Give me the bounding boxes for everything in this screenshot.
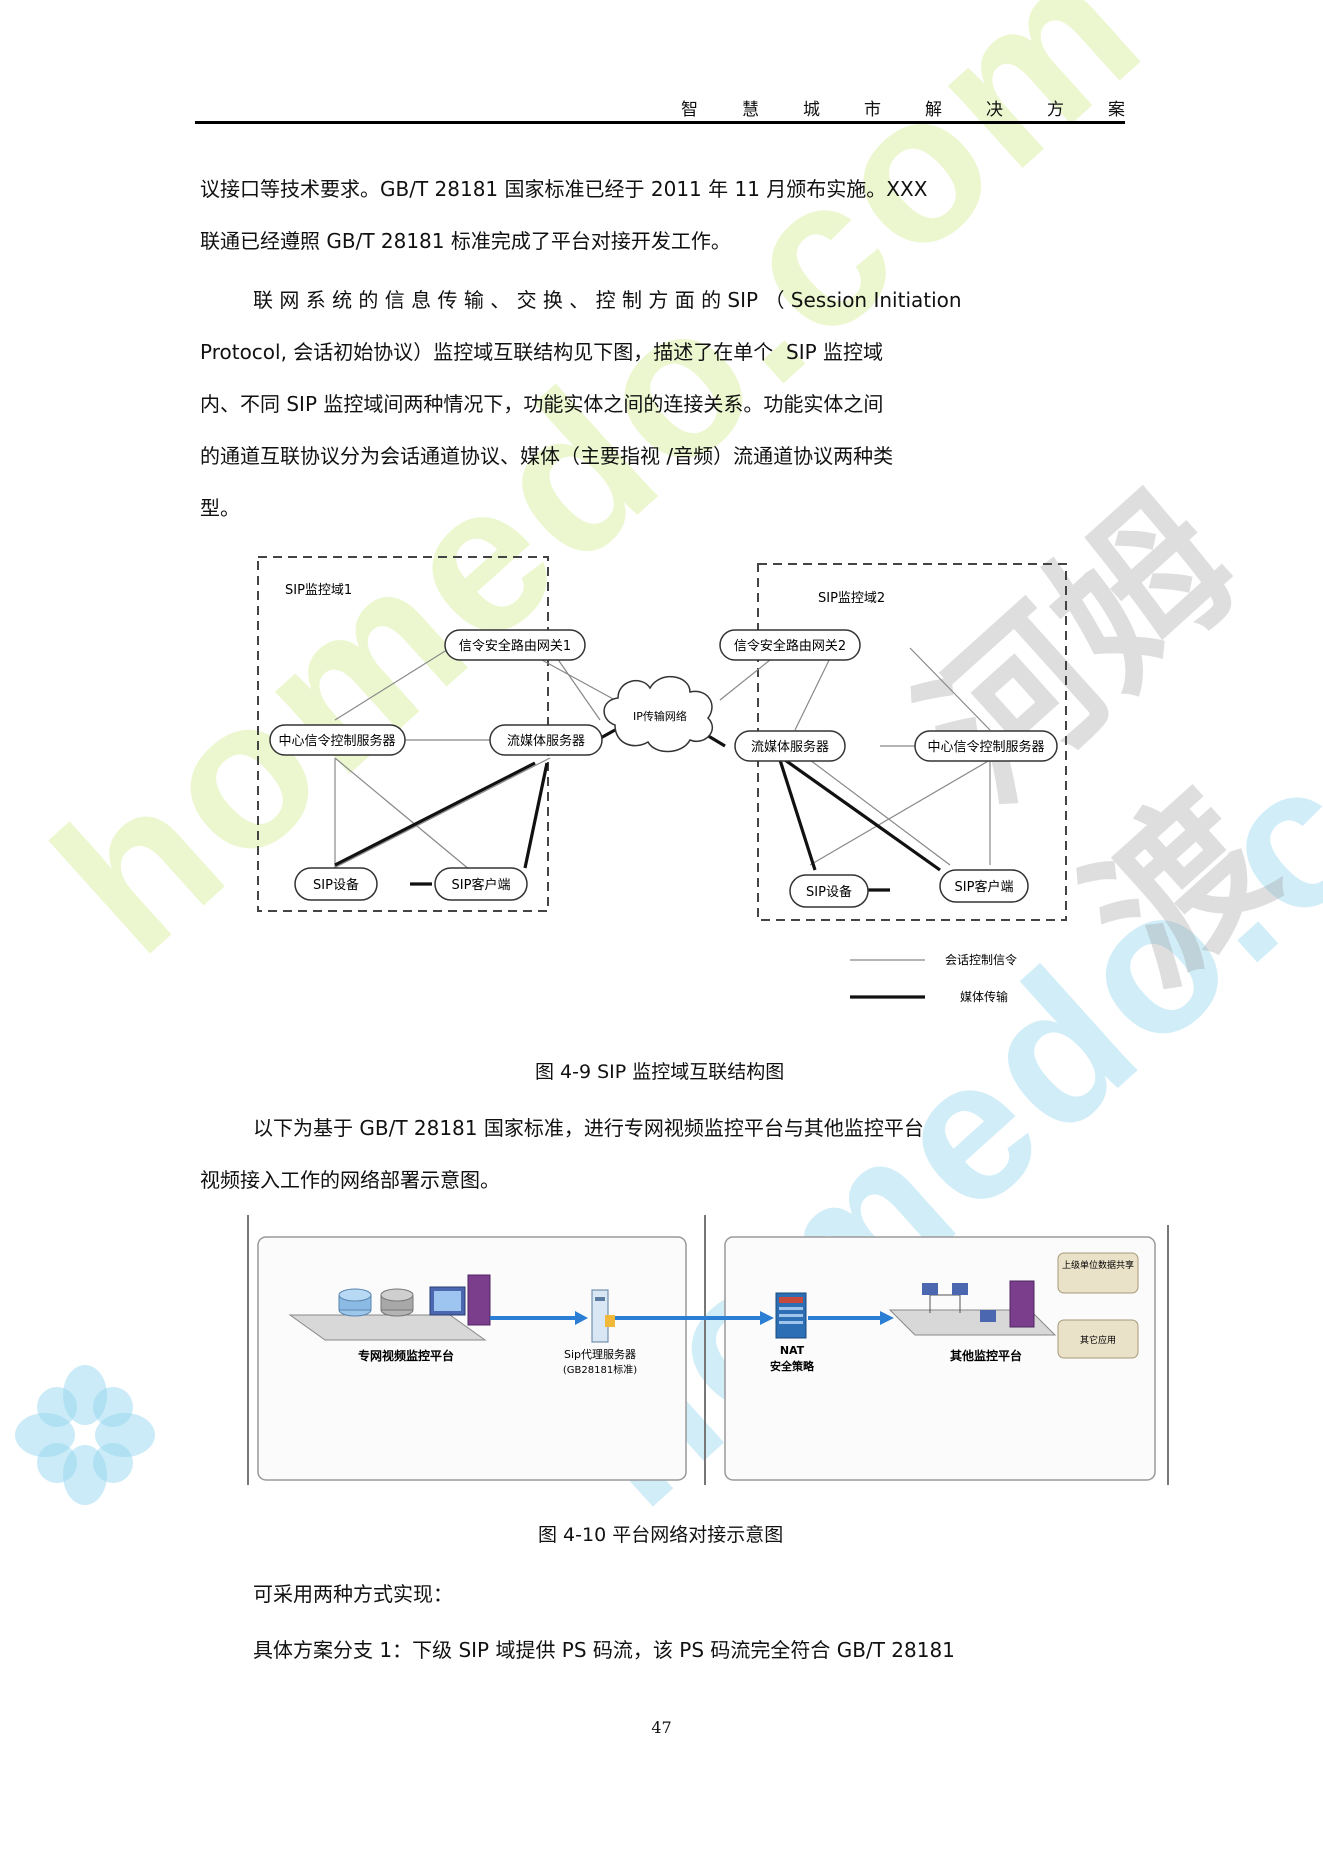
flower-logo-icon — [15, 1365, 155, 1505]
sip-client-2-label: SIP客户端 — [955, 879, 1014, 895]
sip-domain-1-label: SIP监控域1 — [285, 583, 352, 598]
paragraph-line: 议接口等技术要求。GB/T 28181 国家标准已经于 2011 年 11 月颁… — [200, 177, 928, 201]
gateway-2-label: 信令安全路由网关2 — [734, 638, 846, 654]
sip-client-1-label: SIP客户端 — [452, 877, 511, 893]
sip-domain-2-box — [757, 563, 1067, 921]
network-computer-icon — [922, 1280, 1035, 1328]
ip-network-cloud — [603, 675, 714, 753]
paragraph-line: Protocol, 会话初始协议）监控域互联结构见下图，描述了在单个 SIP 监… — [200, 340, 884, 364]
other-platform-label: 其他监控平台 — [950, 1348, 1022, 1363]
nat-firewall-icon — [775, 1292, 807, 1339]
header-title: 智慧城市解决方案 — [681, 100, 1169, 120]
media-server-2-label: 流媒体服务器 — [751, 739, 829, 755]
paragraph-line: 视频接入工作的网络部署示意图。 — [200, 1168, 500, 1192]
figure-4-10-caption: 图 4-10 平台网络对接示意图 — [538, 1524, 784, 1546]
legend-signal-label: 会话控制信令 — [945, 952, 1017, 967]
page-number: 47 — [651, 1718, 672, 1737]
media-server-1-label: 流媒体服务器 — [507, 733, 585, 749]
other-apps-box — [1057, 1319, 1139, 1359]
paragraph-line: 联通已经遵照 GB/T 28181 标准完成了平台对接开发工作。 — [200, 229, 731, 253]
proxy-label-line1: Sip代理服务器 — [564, 1348, 636, 1361]
sip-device-2-label: SIP设备 — [806, 884, 852, 900]
computer-icon — [429, 1274, 491, 1326]
sip-domain-2-label: SIP监控域2 — [818, 591, 885, 606]
paragraph-line: 可采用两种方式实现： — [253, 1582, 453, 1606]
other-apps-label: 其它应用 — [1080, 1334, 1116, 1346]
legend-media-label: 媒体传输 — [960, 989, 1008, 1004]
paragraph-line: 型。 — [200, 496, 240, 520]
paragraph-line: 具体方案分支 1：下级 SIP 域提供 PS 码流，该 PS 码流完全符合 GB… — [253, 1638, 955, 1662]
left-platform-label: 专网视频监控平台 — [358, 1348, 454, 1363]
nat-label-line1: NAT — [780, 1344, 805, 1357]
cloud-label: IP传输网络 — [633, 709, 687, 723]
paragraph-line: 的通道互联协议分为会话通道协议、媒体（主要指视 /音频）流通道协议两种类 — [200, 444, 894, 468]
proxy-label-line2: (GB28181标准) — [563, 1364, 637, 1376]
paragraph-line: 内、不同 SIP 监控域间两种情况下，功能实体之间的连接关系。功能实体之间 — [200, 392, 884, 416]
platform-tray-icon — [288, 1314, 487, 1341]
figure-4-9-caption: 图 4-9 SIP 监控域互联结构图 — [535, 1061, 785, 1083]
nat-label-line2: 安全策略 — [770, 1359, 815, 1373]
paragraph-line: 以下为基于 GB/T 28181 国家标准，进行专网视频监控平台与其他监控平台 — [253, 1116, 924, 1140]
platform-network-diagram: 专网视频监控平台 Sip代理服务器 (GB28181标准) NAT 安全策略 其… — [247, 1215, 1169, 1485]
right-platform-panel — [724, 1236, 1156, 1481]
storage-disk-icon — [380, 1288, 414, 1317]
paragraph-line: 联 网 系 统 的 信 息 传 输 、 交 换 、 控 制 方 面 的 SIP … — [253, 288, 962, 312]
center-server-2-label: 中心信令控制服务器 — [927, 739, 1044, 755]
sip-interconnection-diagram: SIP监控域1 SIP监控域2 IP传输网络 — [257, 556, 1067, 1004]
data-sharing-box — [1057, 1252, 1139, 1294]
header-rule — [195, 121, 1125, 124]
storage-disk-icon — [338, 1288, 372, 1317]
sip-device-1-label: SIP设备 — [313, 877, 359, 893]
center-server-1-label: 中心信令控制服务器 — [278, 733, 395, 749]
gateway-1-label: 信令安全路由网关1 — [459, 638, 571, 654]
proxy-server-icon — [591, 1289, 615, 1343]
data-sharing-label: 上级单位数据共享 — [1062, 1259, 1134, 1271]
page-header: 智慧城市解决方案 — [195, 95, 1125, 125]
